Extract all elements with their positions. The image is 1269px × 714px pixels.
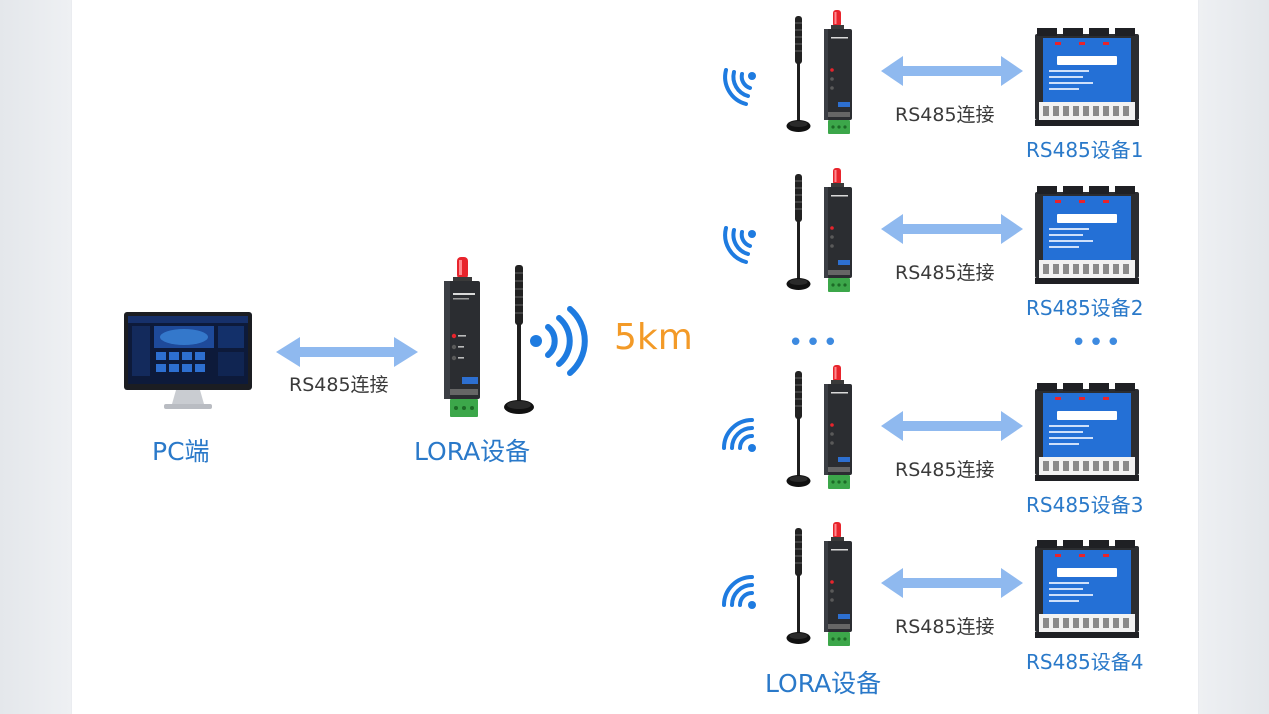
lora-antenna-icon [504,265,534,414]
rs485-device-label: RS485设备3 [1026,493,1144,517]
rs485-relay-module-icon [1035,28,1139,132]
remote-double-arrow-icon [881,56,1023,90]
remote-lora-device-icon [823,168,853,298]
ellipsis-rs485: ••• [1071,328,1124,358]
remote-antenna-icon [785,16,815,140]
lora-device-icon [444,257,480,417]
remote-double-arrow-icon [881,411,1023,445]
remote-antenna-icon [785,371,815,495]
remote-double-arrow-icon [881,214,1023,248]
remote-lora-device-icon [823,365,853,495]
rs485-device-label: RS485设备4 [1026,650,1144,674]
remote-link-label: RS485连接 [895,104,995,126]
distance-label: 5km [614,317,693,358]
pc-label: PC端 [152,437,210,466]
remote-lora-device-icon [823,522,853,652]
remote-link-label: RS485连接 [895,262,995,284]
left-margin [0,0,72,714]
main-device-label: LORA设备 [414,437,531,466]
remote-link-label: RS485连接 [895,459,995,481]
rs485-relay-module-icon [1035,383,1139,487]
remote-link-label: RS485连接 [895,616,995,638]
remote-antenna-icon [785,174,815,298]
rs485-device-label: RS485设备2 [1026,296,1144,320]
rs485-relay-module-icon [1035,186,1139,290]
side-waves-icon [720,222,760,272]
signal-waves-icon [530,306,588,376]
rs485-relay-module-icon [1035,540,1139,644]
wifi-waves-icon [720,573,760,617]
remote-group-label: LORA设备 [765,669,882,698]
right-margin [1198,0,1269,714]
rs485-device-label: RS485设备1 [1026,138,1144,162]
main-double-arrow-icon [276,337,418,367]
wifi-waves-icon [720,416,760,460]
remote-antenna-icon [785,528,815,652]
side-waves-icon [720,64,760,114]
remote-lora-device-icon [823,10,853,140]
pc-monitor-icon [124,312,252,409]
remote-double-arrow-icon [881,568,1023,602]
main-link-label: RS485连接 [289,374,389,396]
ellipsis-devices: ••• [788,328,841,358]
diagram-panel [72,0,1198,714]
